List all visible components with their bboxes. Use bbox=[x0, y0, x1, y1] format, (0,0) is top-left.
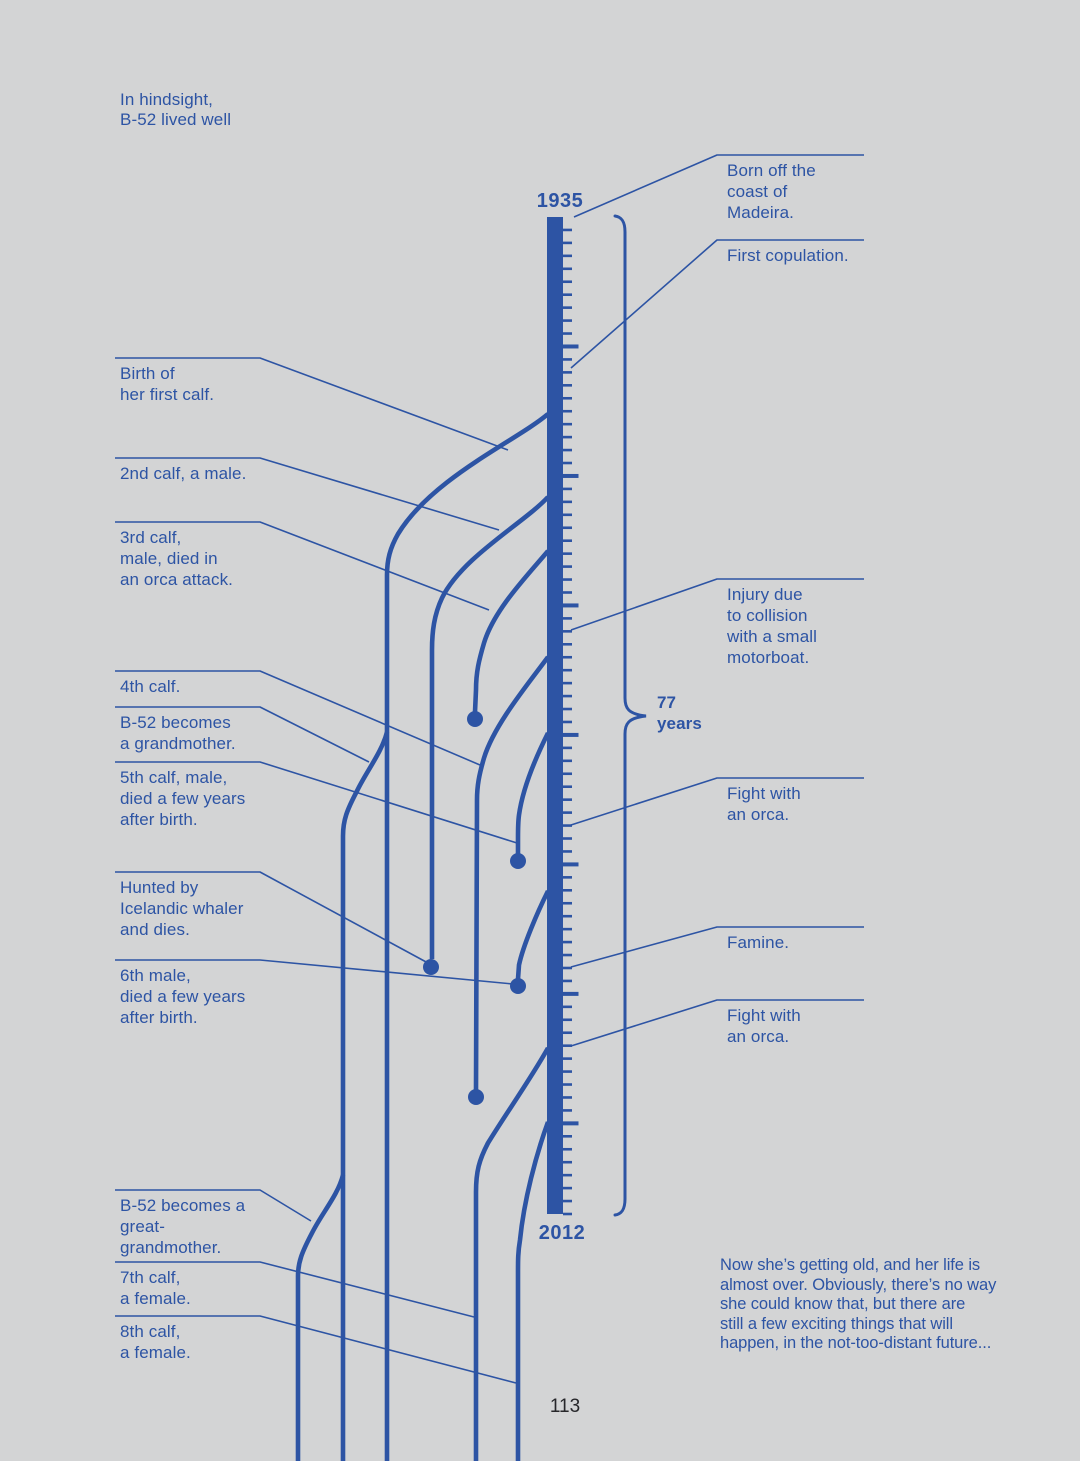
leader-line-great-grandmother bbox=[115, 1189, 312, 1222]
leader-line-famine bbox=[570, 926, 864, 968]
leader-line-seventh-calf bbox=[115, 1261, 475, 1318]
event-label-born: Born off the coast of Madeira. bbox=[727, 161, 816, 222]
event-label-third-calf: 3rd calf, male, died in an orca attack. bbox=[120, 528, 234, 589]
event-label-great-grandmother: B-52 becomes a great- grandmother. bbox=[120, 1196, 246, 1257]
timeline-end-year: 2012 bbox=[538, 1222, 586, 1244]
event-label-birth-first-calf: Birth of her first calf. bbox=[120, 364, 215, 404]
timeline-bar bbox=[547, 217, 563, 1214]
death-dot-calf-5 bbox=[510, 853, 526, 869]
lineage-branch-grandchild bbox=[340, 731, 390, 1461]
death-dot-calf-6 bbox=[510, 978, 526, 994]
event-label-fifth-calf: 5th calf, male, died a few years after b… bbox=[120, 768, 246, 829]
leader-line-grandmother bbox=[115, 706, 370, 763]
event-label-sixth-calf: 6th male, died a few years after birth. bbox=[120, 966, 246, 1027]
lineage-branch-calf-5 bbox=[515, 731, 551, 854]
event-label-injury-motorboat: Injury due to collision with a small mot… bbox=[727, 585, 818, 667]
timeline-start-year: 1935 bbox=[536, 190, 584, 212]
leader-line-injury-motorboat bbox=[570, 578, 864, 631]
leader-line-third-calf bbox=[115, 521, 490, 611]
event-label-fight-orca-2: Fight with an orca. bbox=[727, 1006, 801, 1046]
leader-line-fight-orca-1 bbox=[570, 777, 864, 826]
event-label-famine: Famine. bbox=[727, 933, 790, 952]
event-label-hunted-whaler: Hunted by Icelandic whaler and dies. bbox=[120, 878, 244, 939]
leader-line-eighth-calf bbox=[115, 1315, 517, 1384]
event-label-fight-orca-1: Fight with an orca. bbox=[727, 784, 801, 824]
lineage-branch-great-grandchild bbox=[295, 1174, 346, 1461]
lineage-branch-calf-3 bbox=[472, 549, 550, 713]
leader-line-born bbox=[573, 154, 864, 218]
event-label-eighth-calf: 8th calf, a female. bbox=[120, 1322, 191, 1362]
leader-line-fourth-calf bbox=[115, 670, 481, 766]
leader-line-fight-orca-2 bbox=[570, 999, 864, 1047]
lineage-branch-calf-4 bbox=[473, 655, 550, 1091]
outro-text: Now she’s getting old, and her life is a… bbox=[720, 1256, 997, 1352]
event-label-grandmother: B-52 becomes a grandmother. bbox=[120, 713, 236, 753]
timeline-duration: 77 years bbox=[657, 693, 702, 733]
lineage-branch-calf-7 bbox=[473, 1046, 551, 1461]
event-label-fourth-calf: 4th calf. bbox=[120, 677, 181, 696]
event-label-seventh-calf: 7th calf, a female. bbox=[120, 1268, 191, 1308]
leader-line-fifth-calf bbox=[115, 761, 518, 844]
lineage-branch-calf-2 bbox=[429, 495, 550, 959]
duration-brace bbox=[613, 214, 647, 1217]
death-dot-calf-3 bbox=[467, 711, 483, 727]
lineage-branch-calf-8 bbox=[515, 1121, 551, 1461]
intro-text: In hindsight, B-52 lived well bbox=[120, 90, 232, 129]
leader-line-sixth-calf bbox=[115, 959, 514, 985]
page-number: 113 bbox=[549, 1396, 581, 1417]
event-label-second-calf: 2nd calf, a male. bbox=[120, 464, 247, 483]
lineage-branch-calf-1 bbox=[384, 412, 550, 1461]
leader-line-second-calf bbox=[115, 457, 500, 531]
leader-line-hunted-whaler bbox=[115, 871, 429, 964]
leader-line-first-copulation bbox=[570, 239, 864, 369]
event-label-first-copulation: First copulation. bbox=[727, 246, 849, 265]
death-dot-calf-2 bbox=[423, 959, 439, 975]
leader-line-birth-first-calf bbox=[115, 357, 509, 451]
lineage-branch-calf-6 bbox=[515, 889, 551, 980]
death-dot-calf-4 bbox=[468, 1089, 484, 1105]
